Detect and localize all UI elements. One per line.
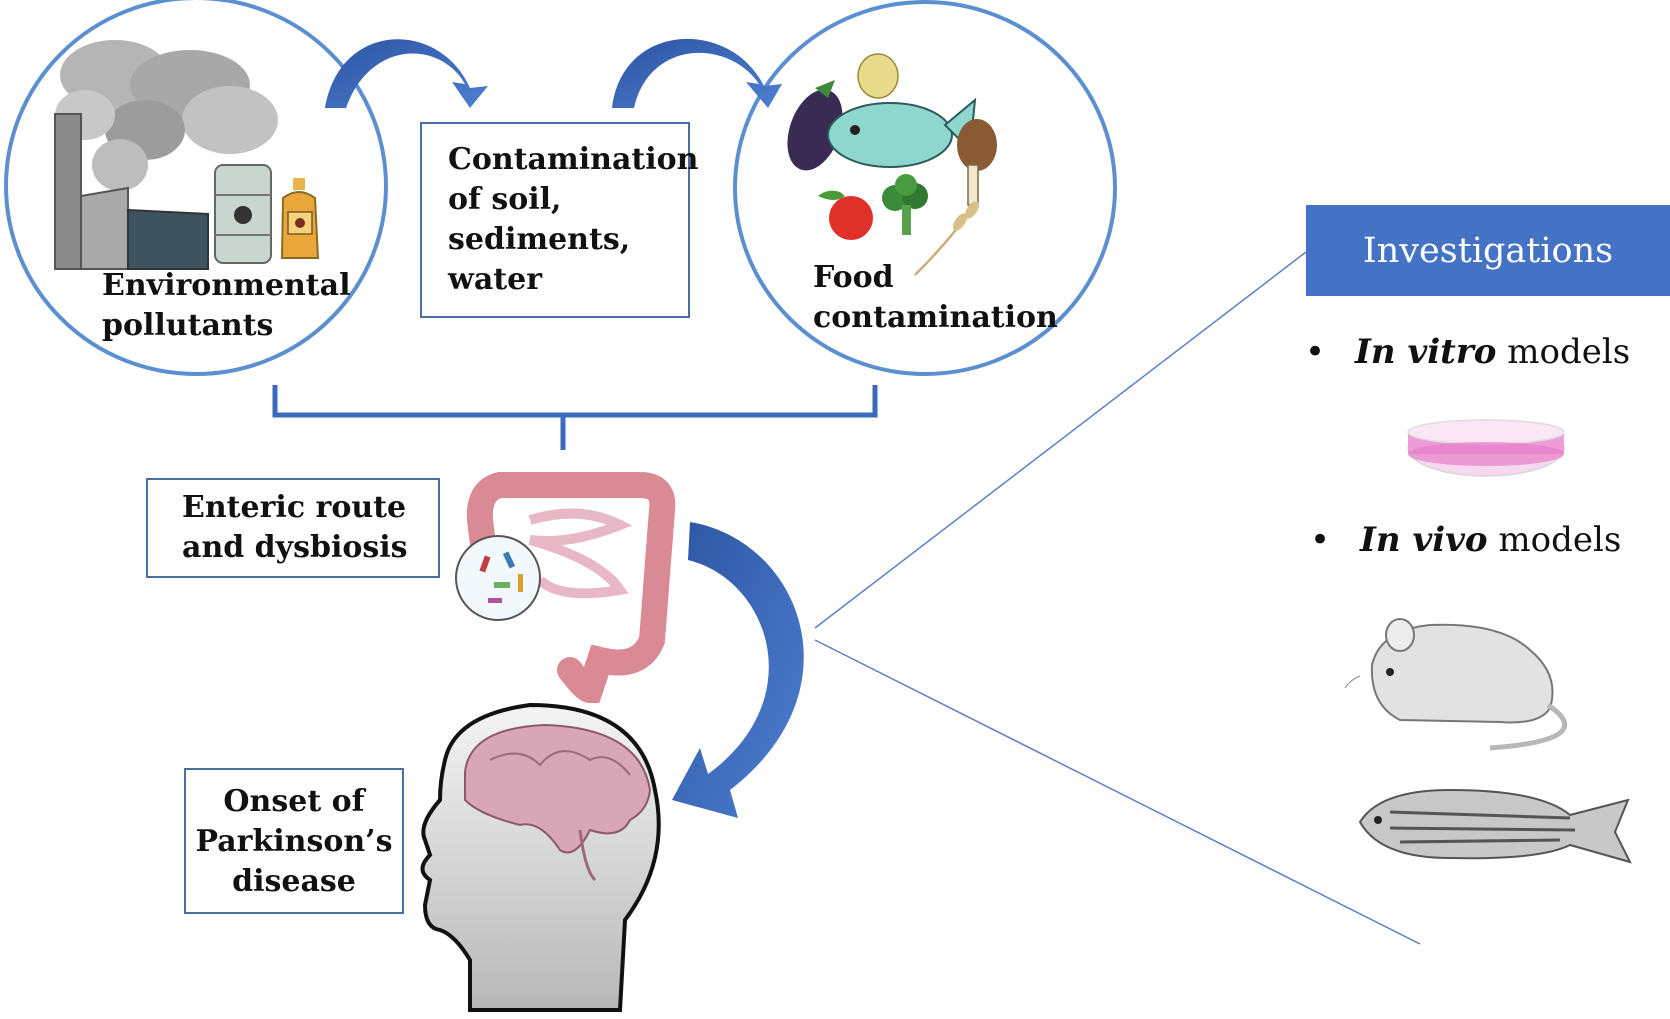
intestine-icon xyxy=(466,472,676,704)
environmental-pollutants-line2: pollutants xyxy=(102,308,274,343)
food-contamination-line2: contamination xyxy=(813,300,1058,335)
enteric-box: Enteric route and dysbiosis xyxy=(146,478,440,578)
environmental-pollutants-label: Environmental pollutants xyxy=(102,266,350,346)
wheat-icon xyxy=(914,201,980,276)
poison-bottle-icon xyxy=(280,178,320,259)
in-vivo-rest: models xyxy=(1487,520,1622,560)
factory-smoke-icon xyxy=(54,40,278,270)
bullet-dot: • xyxy=(1310,520,1331,560)
onset-box: Onset of Parkinson’s disease xyxy=(184,768,404,914)
fish-icon xyxy=(827,97,977,168)
arrow-to-brain xyxy=(672,522,804,818)
zebrafish-icon xyxy=(1358,788,1632,864)
connector-line-bottom xyxy=(814,639,1421,945)
food-circle xyxy=(733,0,1117,376)
contamination-box: Contamination of soil, sediments, water xyxy=(420,122,699,318)
in-vitro-rest: models xyxy=(1496,332,1631,372)
in-vivo-item: • In vivo models xyxy=(1310,520,1621,560)
eggplant-icon xyxy=(787,80,843,171)
in-vitro-italic: In vitro xyxy=(1355,332,1497,372)
in-vitro-item: • In vitro models xyxy=(1305,332,1630,372)
environmental-pollutants-line1: Environmental xyxy=(102,268,351,303)
broccoli-icon xyxy=(882,174,928,235)
arrow-to-contamination xyxy=(325,39,488,108)
enteric-line2: and dysbiosis xyxy=(182,530,408,565)
food-contamination-label: Food contamination xyxy=(813,258,1058,338)
bullet-dot: • xyxy=(1305,332,1326,372)
connector-line-top xyxy=(814,251,1307,629)
enteric-line1: Enteric route xyxy=(182,490,407,525)
food-contamination-line1: Food xyxy=(813,260,894,295)
drumstick-icon xyxy=(957,119,997,206)
contamination-line4: water xyxy=(448,262,543,297)
potato-icon xyxy=(857,53,899,99)
onset-line1: Onset of xyxy=(223,784,365,819)
in-vivo-italic: In vivo xyxy=(1360,520,1488,560)
contamination-line3: sediments, xyxy=(448,222,631,257)
arrow-to-food xyxy=(612,38,782,108)
petri-dish-icon xyxy=(1407,419,1565,477)
barrel-icon xyxy=(214,164,272,264)
grouping-bracket xyxy=(272,385,878,450)
investigations-header: Investigations xyxy=(1306,205,1670,296)
head-brain-icon xyxy=(420,702,661,1012)
mouse-icon xyxy=(1344,618,1568,751)
onset-line3: disease xyxy=(232,864,356,899)
contamination-line1: Contamination xyxy=(448,142,699,177)
pollutants-circle xyxy=(4,0,388,376)
apple-icon xyxy=(818,190,873,240)
onset-line2: Parkinson’s xyxy=(195,824,393,859)
contamination-line2: of soil, xyxy=(448,182,562,217)
bacteria-icon xyxy=(455,535,541,621)
